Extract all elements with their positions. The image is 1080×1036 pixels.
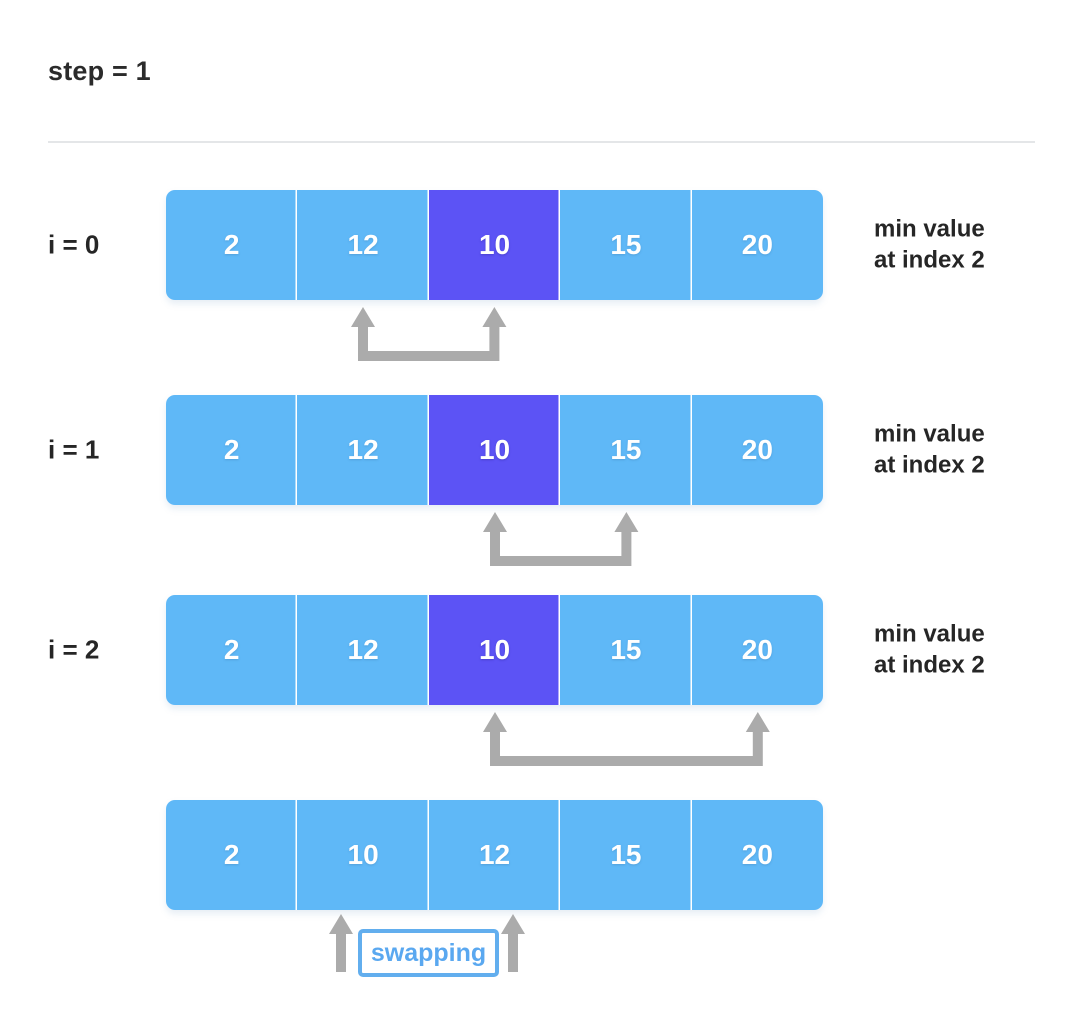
comparison-connector-arrow-icon — [475, 710, 778, 768]
array-cell: 12 — [428, 800, 561, 910]
comparison-connector-arrow-icon — [475, 510, 646, 568]
array-cell: 10 — [297, 800, 429, 910]
array-cell: 20 — [691, 190, 823, 300]
array-cell: 20 — [691, 595, 823, 705]
array-cell: 2 — [166, 800, 298, 910]
swapping-badge: swapping — [358, 929, 499, 977]
array-cell: 15 — [560, 395, 692, 505]
min-value-note: min value at index 2 — [874, 420, 985, 478]
array-cell-highlighted: 10 — [428, 395, 561, 505]
header-divider — [48, 141, 1035, 143]
array-cell: 15 — [560, 800, 692, 910]
page-title: step = 1 — [48, 56, 151, 86]
array-cell: 12 — [297, 190, 429, 300]
min-value-note: min value at index 2 — [874, 215, 985, 273]
swap-indicator-group: swapping — [0, 912, 1080, 1002]
array-cell: 2 — [166, 190, 298, 300]
array-cell-highlighted: 10 — [428, 190, 561, 300]
array-cell: 15 — [560, 595, 692, 705]
array-cell: 2 — [166, 595, 298, 705]
swap-arrow-left-icon — [326, 912, 356, 979]
array-cell: 20 — [691, 395, 823, 505]
array-cell: 2 — [166, 395, 298, 505]
row-index-label: i = 1 — [48, 434, 100, 465]
array-cell: 12 — [297, 395, 429, 505]
comparison-connector-arrow-icon — [343, 305, 514, 363]
array-cell: 20 — [691, 800, 823, 910]
swap-arrow-right-icon — [498, 912, 528, 979]
array-cell-highlighted: 10 — [428, 595, 561, 705]
min-value-note: min value at index 2 — [874, 620, 985, 678]
array-cell: 12 — [297, 595, 429, 705]
array-cell: 15 — [560, 190, 692, 300]
row-index-label: i = 0 — [48, 229, 100, 260]
row-index-label: i = 2 — [48, 634, 100, 665]
